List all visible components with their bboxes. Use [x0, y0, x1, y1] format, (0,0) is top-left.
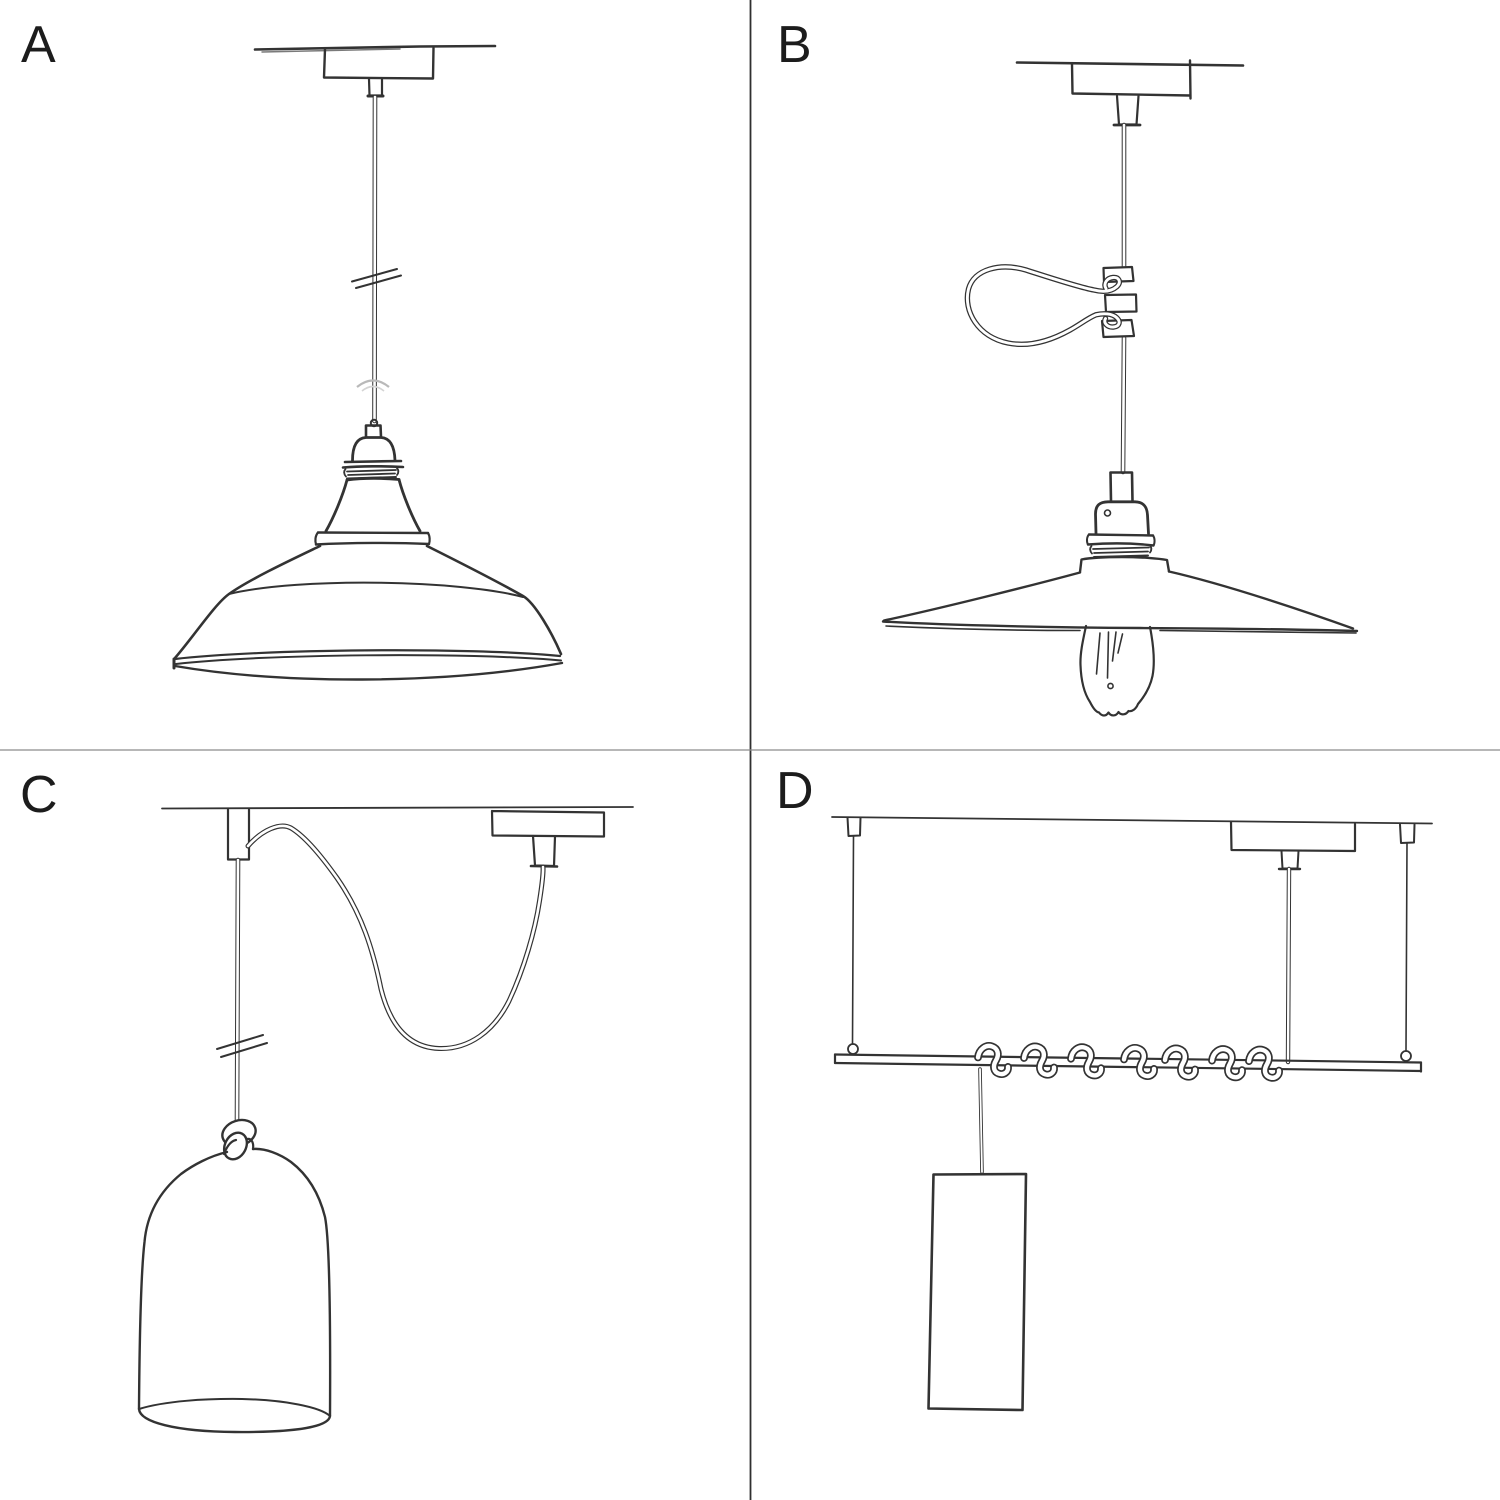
svg-text:B: B [777, 16, 812, 74]
svg-text:C: C [20, 766, 58, 824]
svg-text:A: A [21, 16, 56, 74]
svg-text:D: D [776, 762, 814, 820]
